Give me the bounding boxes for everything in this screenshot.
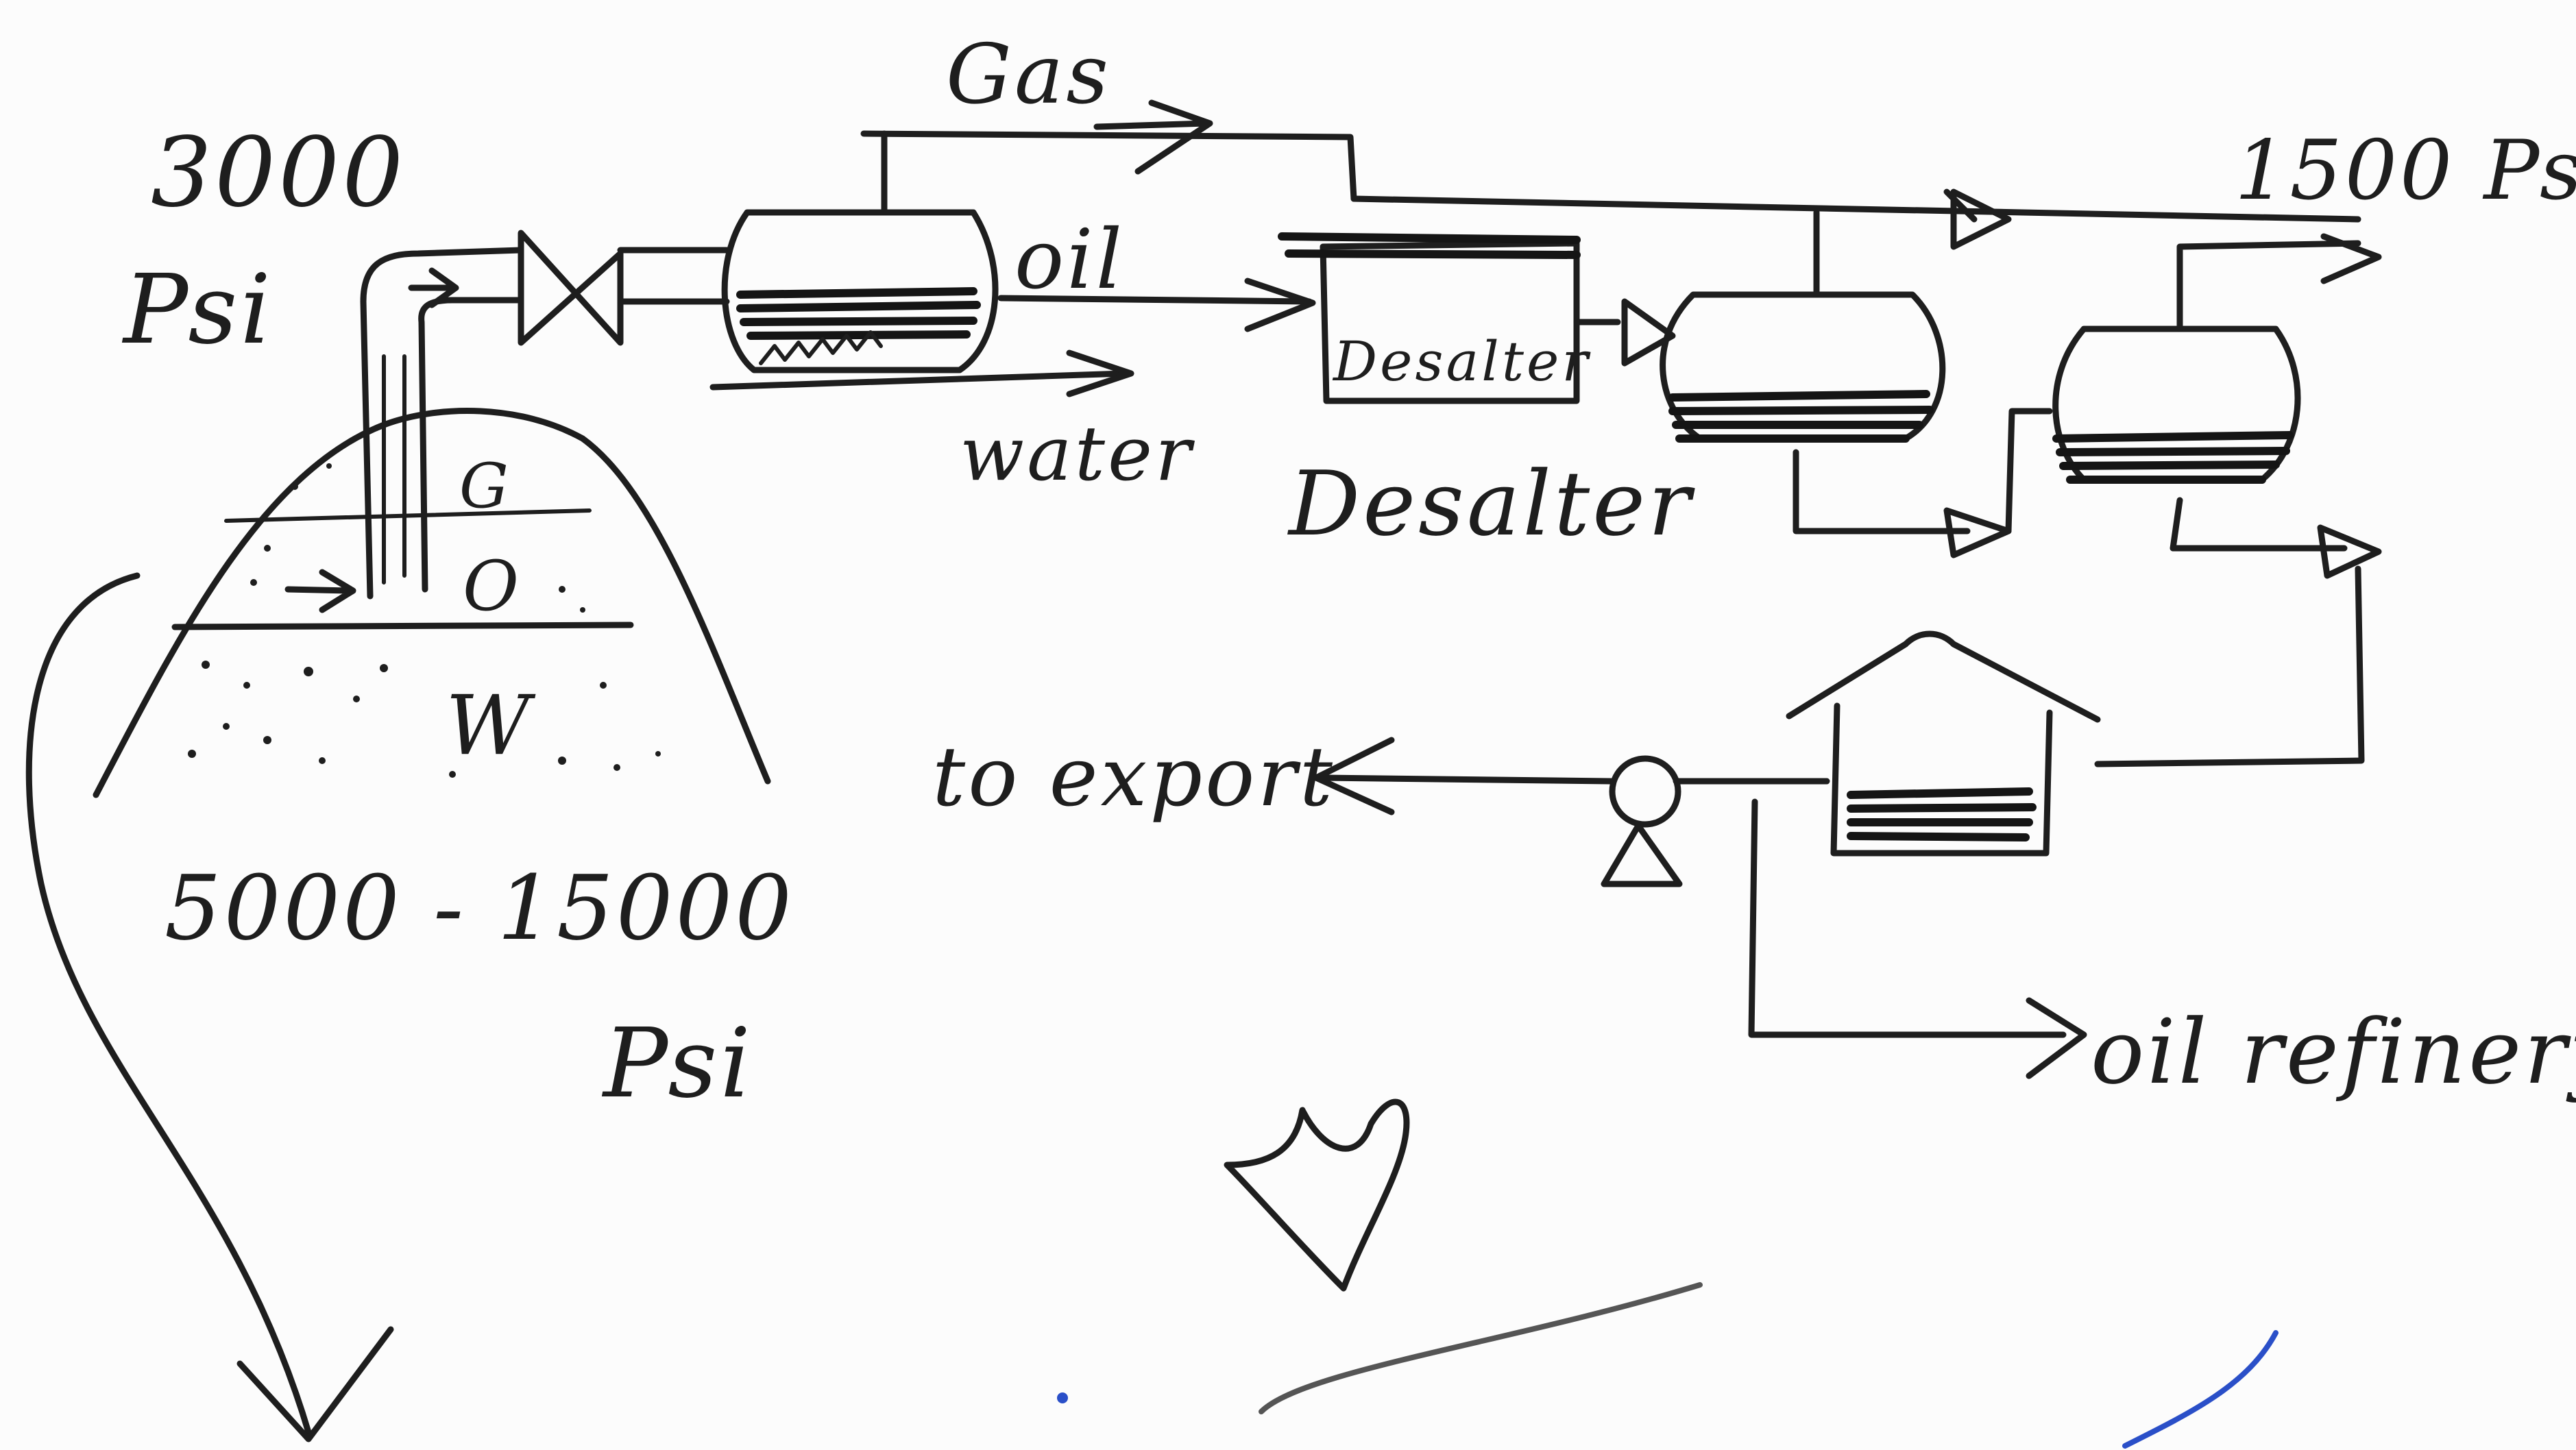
tubing-right <box>418 297 524 593</box>
separator-3-liquid <box>2052 431 2294 484</box>
separator-1 <box>721 130 999 373</box>
oil-stream-label: oil <box>1014 212 1125 308</box>
separator-2-outlet-arrow <box>1943 507 2012 558</box>
reservoir: G O W <box>93 408 771 798</box>
storage-tank-roof <box>1786 630 2101 723</box>
oil-flow-arrow <box>1244 278 1316 332</box>
water-flow-arrow <box>1066 349 1134 397</box>
desalter-top-layer <box>1278 232 1581 259</box>
gas-oil-contact-line <box>224 508 592 523</box>
storage-tank-liquid <box>1847 787 2037 841</box>
export-pump <box>1601 755 1683 887</box>
tubing-inner <box>382 354 406 585</box>
desalter-label: Desalter <box>1287 452 1695 556</box>
reservoir-pressure-value: 5000 - 15000 <box>165 856 794 960</box>
header-arrow-1 <box>1943 188 2012 250</box>
storage-tank <box>1786 630 2101 857</box>
wellhead-pressure-unit: Psi <box>121 254 274 366</box>
export-arrow <box>1313 737 1395 815</box>
reservoir-curved-arrow <box>25 572 312 1436</box>
choke-valve <box>518 230 624 346</box>
separator-3-liquid-drop <box>2170 497 2348 552</box>
pump-base <box>1601 822 1683 887</box>
storage-tank-body <box>1830 702 2053 857</box>
oil-water-contact-line <box>171 622 634 630</box>
tubing-left <box>360 247 524 600</box>
scribble-squiggle <box>1224 1098 1410 1292</box>
reservoir-speckles <box>188 463 661 778</box>
line-to-storage <box>2094 565 2365 767</box>
separator-3-vessel <box>2052 325 2301 483</box>
separator-2-vessel <box>1660 291 1946 442</box>
refinery-line <box>1748 798 2067 1038</box>
gas-line <box>860 130 1357 202</box>
separator-2 <box>1660 209 2012 558</box>
separator-1-liquid <box>736 287 981 340</box>
transfer-line <box>2005 408 2053 534</box>
water-line <box>709 370 1128 391</box>
export-line <box>1320 774 1614 785</box>
water-stream-label: water <box>960 410 1195 497</box>
zone-oil-label: O <box>463 546 522 626</box>
zone-water-label: W <box>446 678 536 774</box>
inflow-arrow <box>284 569 356 613</box>
separator-3-outlet-arrow <box>2317 524 2382 579</box>
refinery-arrow <box>2026 997 2087 1079</box>
zone-gas-label: G <box>459 450 511 522</box>
gas-flow-arrow <box>1093 99 1213 175</box>
grey-stroke <box>1259 1282 1703 1414</box>
separator-3-gas-riser <box>2176 240 2361 332</box>
wellhead-flow-arrow <box>408 267 459 308</box>
outlet-pressure-label: 1500 Psi <box>2235 123 2576 219</box>
oil-line <box>997 295 1313 305</box>
blue-stroke <box>2122 1330 2279 1449</box>
wellbore <box>360 247 524 600</box>
reservoir-outline <box>93 408 771 798</box>
export-label: to export <box>932 730 1335 825</box>
blue-dot <box>1057 1392 1068 1403</box>
desalter-box-text: Desalter <box>1332 330 1591 393</box>
flowline-to-separator <box>617 247 730 305</box>
reservoir-pressure-unit: Psi <box>601 1008 753 1120</box>
separator-1-vessel <box>721 209 999 373</box>
reservoir-curved-arrowhead <box>236 1326 394 1442</box>
wellhead-pressure-value: 3000 <box>151 117 406 229</box>
separator-1-water-squiggle <box>759 330 883 365</box>
gas-stream-label: Gas <box>946 27 1111 123</box>
refinery-label: oil refinery <box>2091 1000 2576 1104</box>
separator-2-liquid <box>1668 390 1934 443</box>
desalter-vessel <box>1320 240 1580 404</box>
separator-2-liquid-drop <box>1793 449 1971 534</box>
desalter-outlet-arrow <box>1621 298 1676 367</box>
gas-header <box>1350 195 2361 223</box>
pump-body <box>1609 755 1681 828</box>
desalter: Desalter <box>1278 232 1591 404</box>
separator-3 <box>2052 240 2382 579</box>
